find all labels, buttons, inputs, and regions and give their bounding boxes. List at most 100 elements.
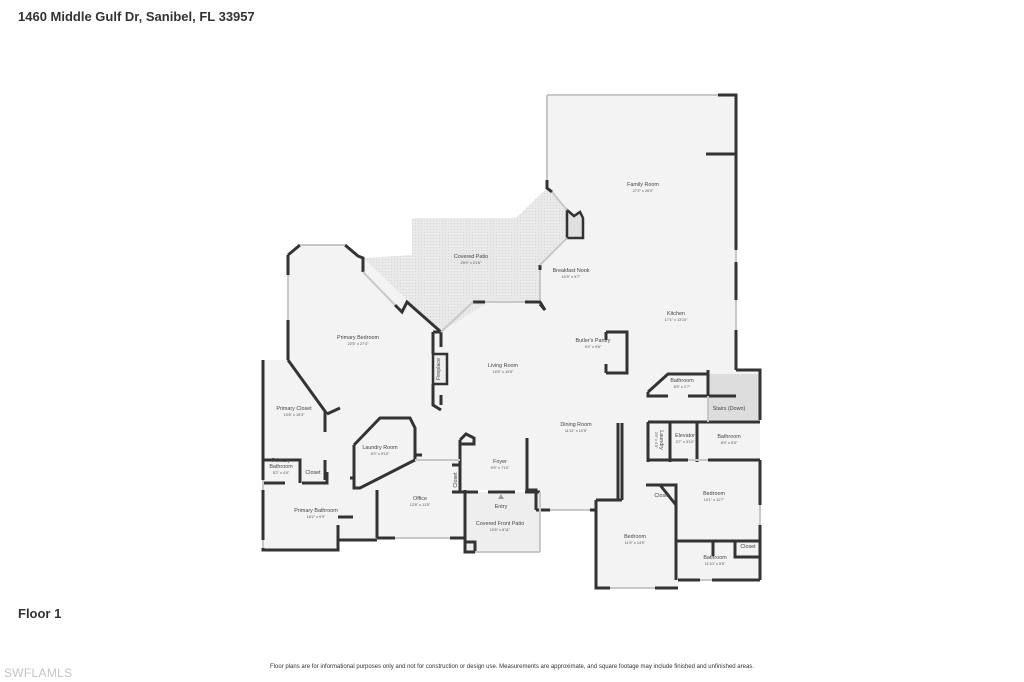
- room-name: Closet: [740, 544, 756, 550]
- disclaimer: Floor plans are for informational purpos…: [270, 664, 754, 670]
- wall: [263, 458, 302, 483]
- room-dimensions: 10'9" x 9'7": [562, 275, 581, 279]
- window: [362, 271, 396, 306]
- room-name: Closet: [305, 470, 321, 476]
- room-name: Foyer: [493, 459, 507, 465]
- room-entry: Entry: [495, 504, 508, 510]
- room-name: Family Room: [627, 182, 659, 188]
- room-name: Primary: [272, 458, 291, 464]
- room-closet: Closet: [453, 472, 459, 488]
- room-dimensions: 29'9" x 21'6": [461, 261, 482, 265]
- room-name: Elevator: [675, 433, 695, 439]
- wall: [736, 368, 762, 420]
- fireplace: [431, 352, 449, 386]
- room-name: Kitchen: [667, 311, 685, 317]
- room-name: Dining Room: [560, 422, 592, 428]
- room-name: Bedroom: [703, 491, 725, 497]
- room-fireplace: Fireplace: [436, 358, 442, 380]
- room-dimensions: 22'5" x 27'4": [348, 342, 369, 346]
- window: [539, 237, 568, 266]
- wall: [646, 392, 668, 398]
- room-name: Bathroom: [269, 464, 293, 470]
- floor-label: Floor 1: [18, 606, 62, 621]
- room-name: Bathroom: [670, 378, 694, 384]
- room-closet: Closet: [740, 544, 756, 550]
- wall: [646, 372, 708, 394]
- room-name: Entry: [495, 504, 508, 510]
- room-dimensions: 8'9" x 5'5": [721, 441, 738, 445]
- window: [440, 301, 474, 333]
- room-name: Bathroom: [703, 555, 727, 561]
- wall: [458, 432, 476, 446]
- room-name: Office: [413, 496, 427, 502]
- wall: [525, 438, 538, 510]
- room-dimensions: 3'7" x 3'10": [676, 440, 695, 444]
- room-name: Closet: [453, 472, 459, 488]
- wall: [465, 540, 477, 552]
- room-dimensions: 3'9" x 4'5": [654, 432, 658, 449]
- wall: [431, 384, 442, 412]
- wall: [545, 180, 553, 194]
- room-dimensions: 5'2" x 4'9": [273, 471, 290, 475]
- room-name: Stairs (Down): [713, 406, 746, 412]
- room-name: Fireplace: [436, 358, 442, 380]
- room-dimensions: 27'2" x 26'0": [633, 189, 654, 193]
- chimney: [565, 207, 585, 240]
- room-dimensions: 12'8" x 11'5": [410, 503, 431, 507]
- wall: [344, 243, 365, 272]
- wall: [302, 472, 329, 485]
- room-dimensions: 11'10" x 5'5": [705, 562, 726, 566]
- wall: [287, 243, 301, 257]
- room-name: Bedroom: [624, 534, 646, 540]
- room-dimensions: 11'9" x 14'9": [625, 541, 646, 545]
- room-dimensions: 8'2" x 9'10": [371, 452, 390, 456]
- watermark: SWFLAMLS: [4, 666, 73, 680]
- room-stairs-down: Stairs (Down): [713, 406, 746, 412]
- room-closet: Closet: [654, 493, 670, 499]
- room-name: Bathroom: [717, 434, 741, 440]
- wall: [646, 483, 678, 580]
- room-name: Butler's Pantry: [576, 338, 611, 344]
- room-name: Covered Front Patio: [476, 521, 524, 527]
- room-name: Covered Patio: [454, 254, 488, 260]
- window: [551, 191, 568, 211]
- property-address: 1460 Middle Gulf Dr, Sanibel, FL 33957: [18, 9, 255, 24]
- wall: [326, 406, 341, 416]
- wall: [352, 416, 417, 490]
- room-dimensions: 17'1" x 13'10": [665, 318, 689, 322]
- wall: [261, 538, 377, 552]
- room-closet: Closet: [305, 470, 321, 476]
- room-dimensions: 10'6" x 8'11": [490, 528, 511, 532]
- room-dimensions: 9'9" x 7'10": [491, 466, 510, 470]
- room-dimensions: 9'4" x 9'6": [585, 345, 602, 349]
- room-name: Primary Bathroom: [294, 508, 338, 514]
- room-name: Primary Bedroom: [337, 335, 379, 341]
- wall: [393, 299, 443, 347]
- walls: [261, 93, 762, 590]
- floor-areas: [263, 95, 760, 588]
- entry-arrow-icon: [498, 494, 504, 499]
- wall: [718, 93, 738, 250]
- wall: [286, 359, 329, 415]
- wall: [525, 300, 547, 311]
- room-name: Laundry Room: [362, 445, 398, 451]
- room-name: Primary Closet: [276, 406, 312, 412]
